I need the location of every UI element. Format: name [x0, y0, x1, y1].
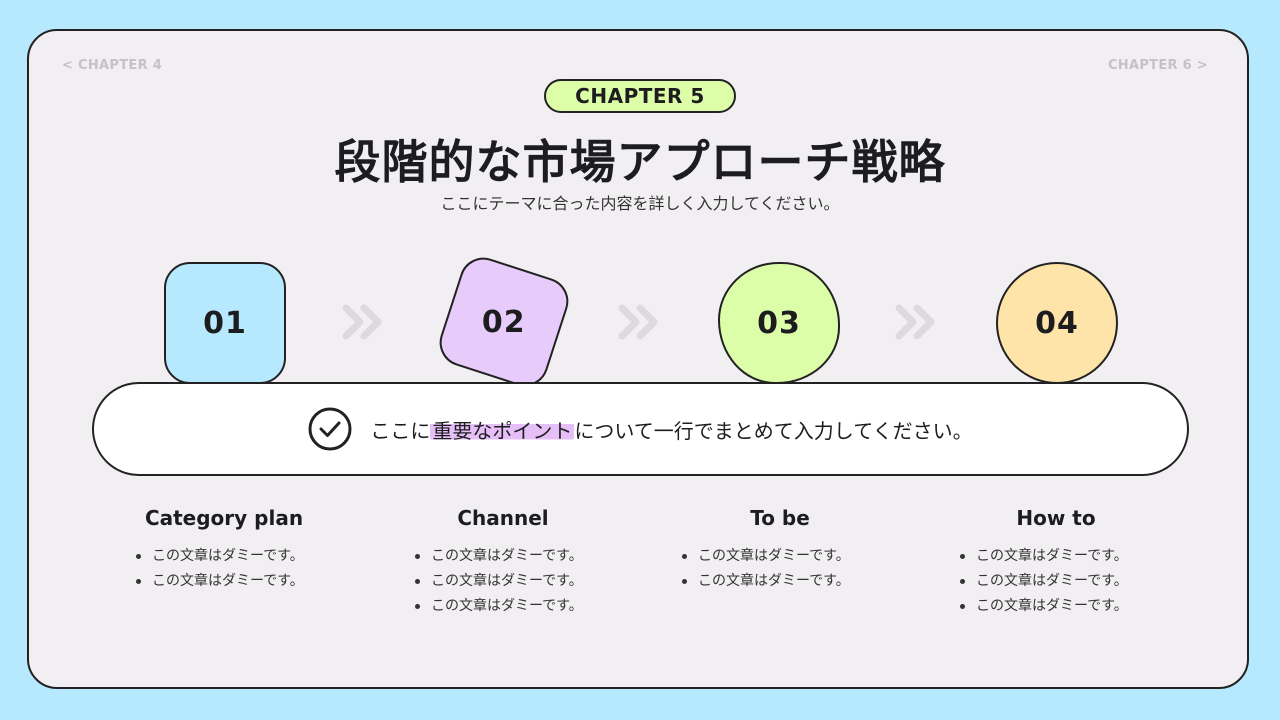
step-01: 01 — [164, 262, 286, 384]
check-circle-icon — [308, 407, 352, 451]
list-item: この文章はダミーです。 — [680, 569, 900, 594]
key-point-text: ここに重要なポイントについて一行でまとめて入力してください。 — [370, 415, 973, 444]
key-point-suffix: について一行でまとめて入力してください。 — [574, 418, 973, 443]
column-heading: Channel — [457, 506, 549, 530]
step-number: 04 — [1035, 305, 1079, 341]
bullet-list: この文章はダミーです。 この文章はダミーです。 — [680, 544, 900, 594]
column-to-be: To be この文章はダミーです。 この文章はダミーです。 — [660, 506, 900, 594]
column-how-to: How to この文章はダミーです。 この文章はダミーです。 この文章はダミーで… — [936, 506, 1176, 619]
column-heading: Category plan — [144, 506, 304, 530]
page-title: 段階的な市場アプローチ戦略 — [334, 135, 946, 189]
bullet-list: この文章はダミーです。 この文章はダミーです。 — [134, 544, 344, 594]
key-point-highlight: 重要なポイント — [430, 418, 575, 443]
chevron-double-right-icon — [895, 304, 935, 340]
list-item: この文章はダミーです。 — [958, 569, 1176, 594]
key-point-banner: ここに重要なポイントについて一行でまとめて入力してください。 — [92, 382, 1189, 476]
list-item: この文章はダミーです。 — [134, 569, 344, 594]
bullet-list: この文章はダミーです。 この文章はダミーです。 この文章はダミーです。 — [958, 544, 1176, 619]
list-item: この文章はダミーです。 — [958, 544, 1176, 569]
step-04: 04 — [996, 262, 1118, 384]
column-category-plan: Category plan この文章はダミーです。 この文章はダミーです。 — [104, 506, 344, 594]
list-item: この文章はダミーです。 — [958, 594, 1176, 619]
column-heading: To be — [750, 506, 810, 530]
step-number: 02 — [482, 304, 526, 340]
page-subtitle: ここにテーマに合った内容を詳しく入力してください。 — [440, 194, 840, 213]
column-channel: Channel この文章はダミーです。 この文章はダミーです。 この文章はダミー… — [383, 506, 623, 619]
step-03: 03 — [718, 262, 840, 384]
chapter-badge: CHAPTER 5 — [544, 79, 736, 113]
step-number: 01 — [203, 305, 247, 341]
list-item: この文章はダミーです。 — [413, 569, 623, 594]
step-number: 03 — [757, 305, 801, 341]
key-point-prefix: ここに — [370, 418, 431, 443]
chevron-double-right-icon — [342, 304, 382, 340]
list-item: この文章はダミーです。 — [413, 594, 623, 619]
bullet-list: この文章はダミーです。 この文章はダミーです。 この文章はダミーです。 — [413, 544, 623, 619]
list-item: この文章はダミーです。 — [413, 544, 623, 569]
list-item: この文章はダミーです。 — [680, 544, 900, 569]
list-item: この文章はダミーです。 — [134, 544, 344, 569]
next-chapter-link[interactable]: CHAPTER 6 > — [1107, 58, 1208, 73]
column-heading: How to — [1016, 506, 1096, 530]
chevron-double-right-icon — [618, 304, 658, 340]
prev-chapter-link[interactable]: < CHAPTER 4 — [62, 58, 163, 73]
